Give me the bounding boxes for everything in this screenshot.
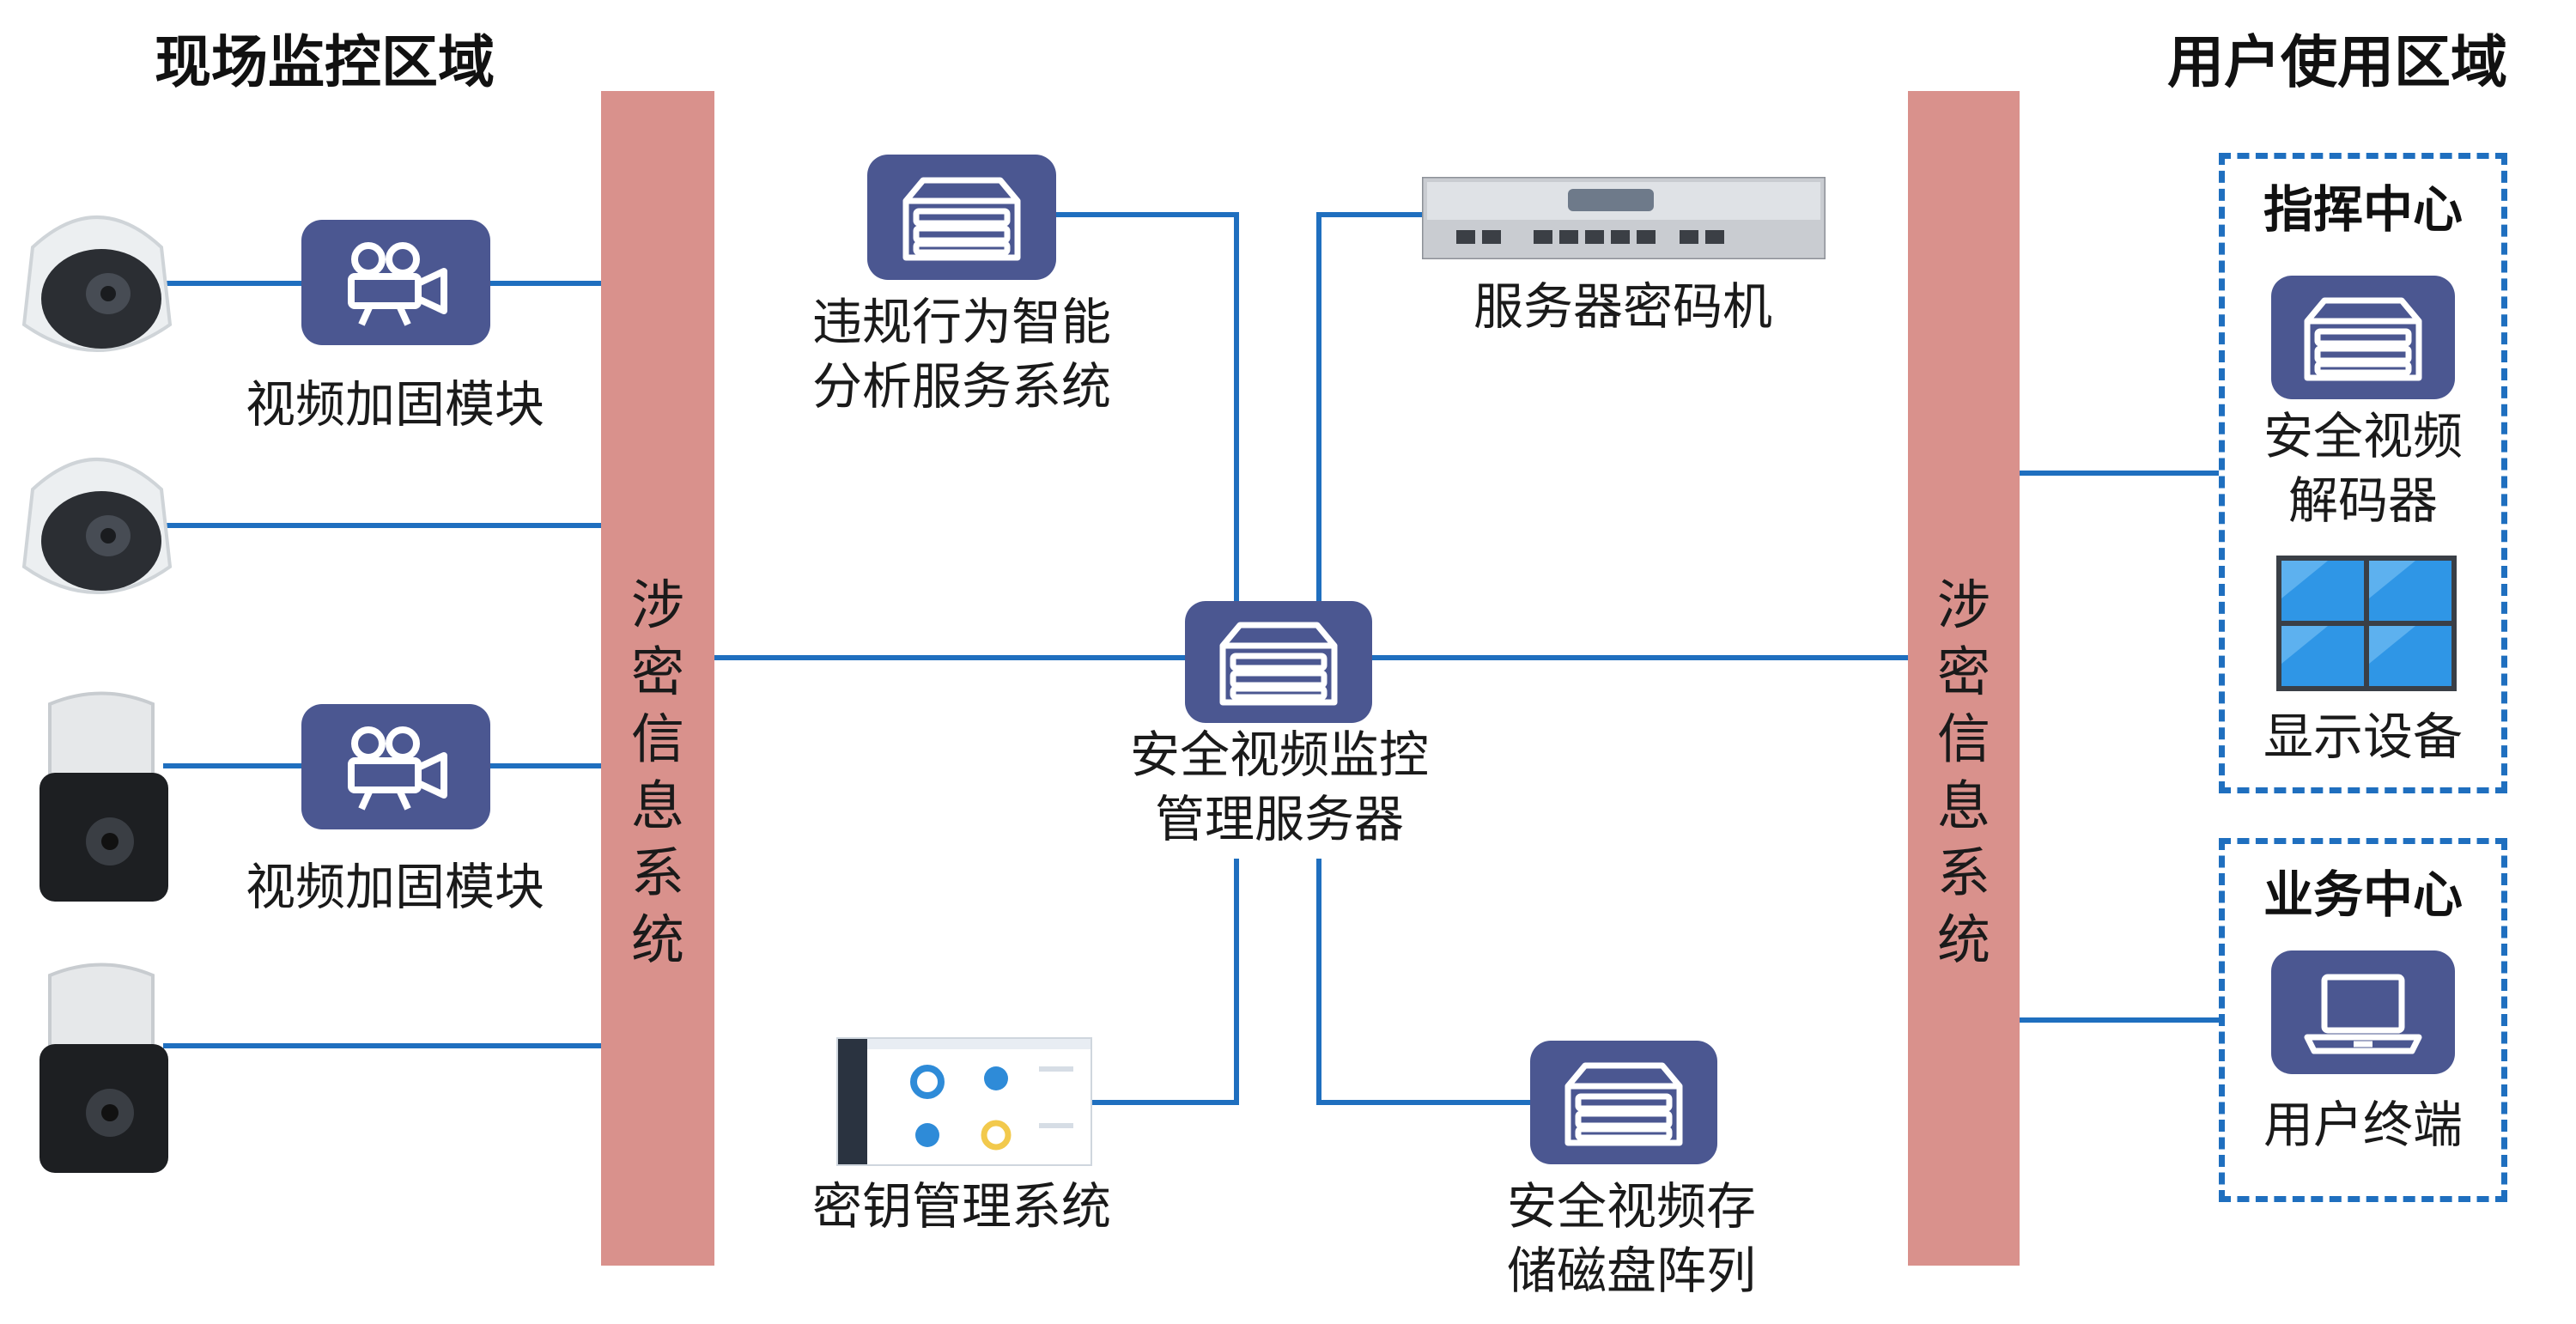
user-terminal-label: 用户终端: [2263, 1096, 2463, 1154]
crypto-machine-label: 服务器密码机: [1473, 277, 1772, 336]
analysis-to-manager-link: [1056, 212, 1239, 601]
user-zone-title: 用户使用区域: [2167, 29, 2507, 95]
rack-server-icon: [1422, 177, 1826, 259]
screenshot-header: [867, 1039, 1091, 1049]
display-device-label: 显示设备: [2263, 708, 2463, 766]
left-bar-text: 涉 密 信 息 系 统: [630, 574, 684, 971]
screenshot-charts: [910, 1065, 1073, 1151]
business-center-title: 业务中心: [2263, 865, 2463, 924]
video-module-2-label: 视频加固模块: [245, 858, 544, 916]
screenshot-sidebar: [838, 1039, 867, 1164]
server-icon: [1219, 622, 1338, 706]
video-wall-icon: [2276, 556, 2457, 691]
storage-array-label: 安全视频存 储磁盘阵列: [1506, 1177, 1756, 1301]
crypto-to-manager-link: [1316, 212, 1422, 601]
key-management-screenshot: [836, 1037, 1092, 1166]
field-zone-title: 现场监控区域: [155, 29, 495, 95]
management-server-label: 安全视频监控 管理服务器: [1129, 726, 1429, 849]
dome-camera-icon: [21, 458, 173, 594]
right-bar-text: 涉 密 信 息 系 统: [1936, 574, 1990, 971]
bullet-camera-icon: [39, 691, 168, 902]
storage-to-manager-link: [1316, 859, 1530, 1105]
keymgmt-to-manager-link: [1089, 859, 1239, 1105]
command-center-title: 指挥中心: [2263, 180, 2463, 239]
server-icon: [902, 177, 1021, 261]
bullet-camera-icon: [39, 963, 168, 1173]
video-module-1-label: 视频加固模块: [245, 375, 544, 434]
movie-camera-icon: [348, 726, 447, 811]
analysis-server-tile: [867, 155, 1056, 280]
laptop-icon: [2304, 974, 2422, 1054]
business-center-frame: 业务中心 用户终端: [2219, 838, 2507, 1202]
storage-server-tile: [1530, 1041, 1717, 1164]
video-module-tile: [301, 704, 490, 829]
left-classified-system-bar: 涉 密 信 息 系 统: [601, 91, 714, 1266]
decoder-tile: [2271, 276, 2455, 399]
management-server-tile: [1185, 601, 1372, 723]
terminal-tile: [2271, 950, 2455, 1074]
movie-camera-icon: [348, 242, 447, 326]
command-center-frame: 指挥中心 安全视频 解码器: [2219, 153, 2507, 793]
server-icon: [1564, 1062, 1683, 1146]
key-management-label: 密钥管理系统: [811, 1177, 1111, 1236]
server-icon: [2304, 297, 2422, 381]
video-module-tile: [301, 220, 490, 345]
decoder-label: 安全视频 解码器: [2263, 407, 2463, 531]
right-classified-system-bar: 涉 密 信 息 系 统: [1908, 91, 2020, 1266]
analysis-system-label: 违规行为智能 分析服务系统: [811, 293, 1111, 416]
dome-camera-icon: [21, 216, 173, 352]
